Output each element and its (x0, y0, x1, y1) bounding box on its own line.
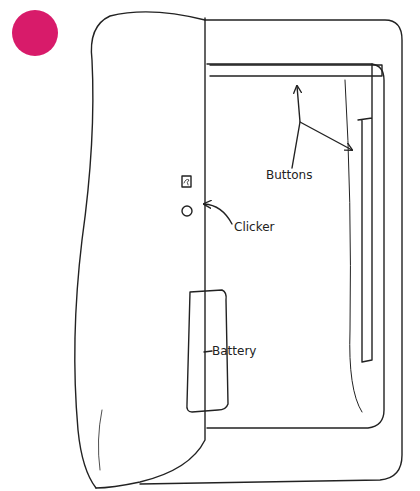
grip-left-edge (75, 12, 205, 488)
buttons-leader-side (300, 122, 352, 150)
part-label: Clicker (234, 220, 274, 234)
handle-outer-loop (140, 20, 402, 484)
clicker-square-mark (184, 179, 189, 185)
buttons-leader-top (292, 86, 300, 168)
handle-inner-loop (207, 64, 384, 428)
part-label: Buttons (266, 168, 312, 182)
clicker-square (182, 176, 191, 187)
pink-dot (12, 10, 58, 56)
side-button-strip (358, 64, 372, 362)
clicker-circle (182, 206, 192, 216)
top-button-bar (210, 65, 382, 76)
inner-contour (345, 80, 362, 412)
grip-right-edge (96, 18, 205, 488)
grip-hatching (98, 410, 102, 470)
part-label: Battery (212, 344, 256, 358)
clicker-leader (204, 204, 232, 224)
battery-leader (204, 351, 212, 352)
